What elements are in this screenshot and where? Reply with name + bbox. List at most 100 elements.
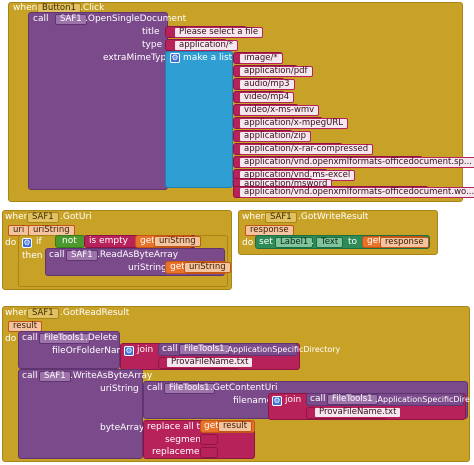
replace-all-text-label: replace all text bbox=[147, 422, 215, 432]
mime-item-text[interactable]: video/mp4 bbox=[239, 92, 295, 103]
method-readasbytearray: .ReadAsByteArray bbox=[97, 250, 179, 260]
event-name-gotreadresult: .GotReadResult bbox=[60, 308, 130, 318]
when-label: when bbox=[13, 3, 38, 13]
mime-item-text[interactable]: audio/mp3 bbox=[239, 79, 295, 90]
call-label: call bbox=[22, 333, 38, 343]
event-name-gotwriteresult: .GotWriteResult bbox=[298, 212, 369, 222]
call-label: call bbox=[310, 394, 326, 404]
mime-item-text[interactable]: image/* bbox=[239, 53, 283, 64]
do-label: do bbox=[5, 334, 17, 344]
component-dropdown-filetools1[interactable]: FileTools1 bbox=[164, 383, 215, 394]
arg-fileorfoldername-label: fileOrFolderName bbox=[52, 346, 131, 356]
make-a-list-label: make a list bbox=[183, 53, 233, 63]
component-dropdown-saf1[interactable]: SAF1 bbox=[39, 371, 71, 382]
text-block-type[interactable]: application/* bbox=[165, 39, 239, 51]
set-label: set bbox=[259, 237, 273, 247]
variable-dropdown-uristring[interactable]: uriString bbox=[184, 262, 231, 273]
component-dropdown-filetools1[interactable]: FileTools1 bbox=[179, 344, 230, 355]
mime-item-text[interactable]: application/pdf bbox=[239, 66, 313, 77]
mime-item[interactable]: application/pdf bbox=[233, 65, 313, 77]
get-label: get bbox=[367, 236, 382, 246]
join-mutator-gear-icon[interactable]: ⚙ bbox=[124, 346, 134, 356]
call-label: call bbox=[147, 383, 163, 393]
get-label: get bbox=[140, 236, 155, 246]
make-a-list-block[interactable] bbox=[165, 51, 233, 188]
call-label: call bbox=[162, 344, 178, 354]
is-empty-label: is empty bbox=[89, 236, 128, 246]
mime-item-text[interactable]: application/zip bbox=[239, 131, 311, 142]
call-label: call bbox=[33, 14, 49, 24]
do-label: do bbox=[242, 238, 254, 248]
join-mutator-gear-icon[interactable]: ⚙ bbox=[272, 396, 282, 406]
method-delete: .Delete bbox=[85, 333, 118, 343]
call-saf1-opensingledocument-block[interactable] bbox=[28, 12, 168, 190]
call-label: call bbox=[49, 250, 65, 260]
arg-uristring-label: uriString bbox=[128, 263, 167, 273]
mime-item[interactable]: image/* bbox=[233, 52, 283, 64]
mime-item-text[interactable]: application/x-mpegURL bbox=[239, 118, 349, 129]
property-dropdown-text[interactable]: Text bbox=[316, 237, 344, 248]
mime-item-text[interactable]: application/vnd.openxmlformats-officedoc… bbox=[239, 157, 474, 168]
method-applicationspecificdirectory: .ApplicationSpecificDirectory bbox=[225, 345, 341, 354]
param-extramimetypes-label: extraMimeTypes bbox=[103, 53, 177, 63]
text-value-type[interactable]: application/* bbox=[174, 40, 239, 51]
mime-item[interactable]: video/mp4 bbox=[233, 91, 295, 103]
segment-label: segment bbox=[165, 435, 205, 445]
mime-item[interactable]: application/zip bbox=[233, 130, 311, 142]
method-applicationspecificdirectory: .ApplicationSpecificDirectory bbox=[375, 395, 474, 404]
mime-item[interactable]: application/vnd.openxmlformats-officedoc… bbox=[233, 156, 474, 168]
segment-socket[interactable] bbox=[200, 434, 218, 445]
dot-separator: . bbox=[311, 237, 314, 247]
replacement-label: replacement bbox=[152, 447, 209, 457]
if-mutator-gear-icon[interactable]: ⚙ bbox=[22, 238, 32, 248]
call-saf1-writeasbytearray-block[interactable] bbox=[18, 369, 143, 459]
when-label: when bbox=[5, 212, 30, 222]
component-dropdown-saf1[interactable]: SAF1 bbox=[66, 250, 98, 261]
component-dropdown-saf1[interactable]: SAF1 bbox=[55, 14, 87, 25]
component-dropdown-saf1[interactable]: SAF1 bbox=[27, 308, 59, 319]
text-value-provafilename[interactable]: ProvaFileName.txt bbox=[166, 357, 254, 368]
to-label: to bbox=[348, 237, 358, 247]
component-dropdown-filetools1[interactable]: FileTools1 bbox=[327, 394, 378, 405]
arg-uristring-label: uriString bbox=[100, 384, 139, 394]
when-label: when bbox=[242, 212, 267, 222]
replace-all-text-block[interactable] bbox=[143, 420, 255, 459]
mime-item[interactable]: application/x-mpegURL bbox=[233, 117, 349, 129]
component-dropdown-saf1[interactable]: SAF1 bbox=[265, 212, 297, 223]
component-dropdown-filetools1[interactable]: FileTools1 bbox=[39, 333, 90, 344]
component-dropdown-saf1[interactable]: SAF1 bbox=[27, 212, 59, 223]
get-label: get bbox=[204, 421, 219, 431]
param-title-label: title bbox=[142, 27, 160, 37]
variable-dropdown-result[interactable]: result bbox=[218, 421, 253, 432]
do-label: do bbox=[5, 238, 17, 248]
join-label: join bbox=[285, 395, 302, 405]
call-label: call bbox=[22, 371, 38, 381]
mime-item[interactable]: audio/mp3 bbox=[233, 78, 295, 90]
text-value-title[interactable]: Please select a file bbox=[174, 27, 264, 38]
variable-dropdown-uristring[interactable]: uriString bbox=[154, 236, 201, 247]
replacement-socket[interactable] bbox=[200, 447, 218, 458]
when-label: when bbox=[5, 308, 30, 318]
method-writeasbytearray: .WriteAsByteArray bbox=[70, 371, 153, 381]
mime-item[interactable]: application/vnd.openxmlformats-officedoc… bbox=[233, 186, 474, 198]
arg-filename-label: filename bbox=[233, 396, 273, 406]
mime-item-text[interactable]: application/x-rar-compressed bbox=[239, 144, 374, 155]
mime-item-text[interactable]: video/x-ms-wmv bbox=[239, 105, 320, 116]
event-name-goturi: .GotUri bbox=[60, 212, 92, 222]
mutator-gear-icon[interactable]: ⚙ bbox=[170, 53, 180, 63]
then-label: then bbox=[22, 251, 43, 261]
method-opensingledocument: .OpenSingleDocument bbox=[85, 14, 187, 24]
text-block-title[interactable]: Please select a file bbox=[165, 26, 264, 38]
text-value-provafilename[interactable]: ProvaFileName.txt bbox=[314, 407, 402, 418]
mime-item-text[interactable]: application/vnd.openxmlformats-officedoc… bbox=[239, 187, 474, 198]
variable-dropdown-response[interactable]: response bbox=[380, 237, 429, 248]
arg-bytearray-label: byteArray bbox=[100, 423, 145, 433]
mime-item[interactable]: application/x-rar-compressed bbox=[233, 143, 374, 155]
not-label: not bbox=[62, 236, 77, 246]
mime-item[interactable]: video/x-ms-wmv bbox=[233, 104, 320, 116]
param-type-label: type bbox=[142, 40, 163, 50]
event-name-click: .Click bbox=[80, 3, 105, 13]
component-dropdown-label1[interactable]: Label1 bbox=[275, 237, 314, 248]
method-getcontenturi: .GetContentUri bbox=[210, 383, 278, 393]
get-label: get bbox=[170, 262, 185, 272]
